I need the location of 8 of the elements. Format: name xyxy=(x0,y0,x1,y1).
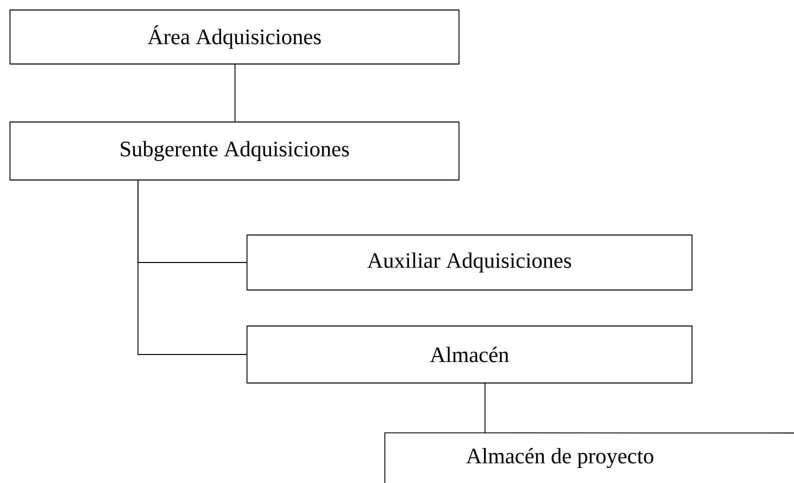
org-box: Área Adquisiciones xyxy=(10,10,460,64)
org-box: Subgerente Adquisiciones xyxy=(10,122,460,180)
connector-line xyxy=(234,64,236,122)
org-box: Almacén xyxy=(246,326,692,384)
org-box: Almacén de proyecto xyxy=(384,432,794,483)
connector-line xyxy=(138,180,247,355)
connector-line xyxy=(484,383,486,434)
org-box: Auxiliar Adquisiciones xyxy=(246,234,692,290)
